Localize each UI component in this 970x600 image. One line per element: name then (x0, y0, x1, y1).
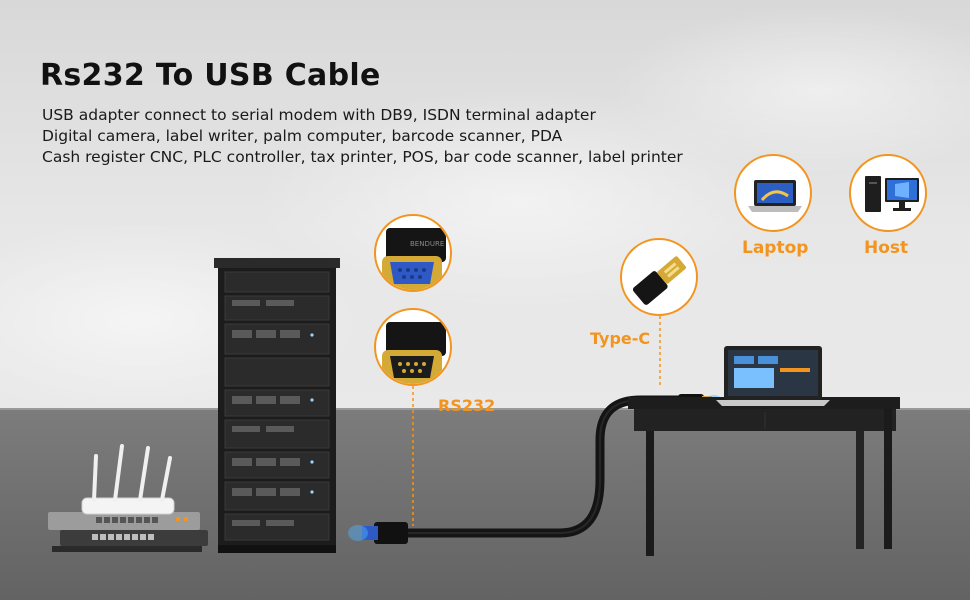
typec-leader-line (659, 316, 661, 386)
host-icon-circle (849, 154, 927, 232)
description-line-3: Cash register CNC, PLC controller, tax p… (42, 148, 683, 166)
laptop-label: Laptop (742, 238, 809, 258)
server-rack (214, 258, 340, 553)
description-line-1: USB adapter connect to serial modem with… (42, 106, 596, 124)
wifi-router (81, 444, 175, 515)
laptop-on-desk (716, 346, 830, 406)
usb-connector-icon (632, 256, 687, 305)
host-label: Host (864, 238, 909, 258)
rs232-leader-line (412, 386, 414, 526)
typec-label: Type-C (590, 329, 651, 348)
usb-cable (395, 395, 685, 538)
laptop-icon (748, 180, 802, 212)
rs232-connector-floor (348, 522, 408, 544)
description-line-2: Digital camera, label writer, palm compu… (42, 127, 563, 145)
rs232-female-callout-circle: BENDURE (374, 214, 452, 292)
db9-male-connector-icon (382, 322, 446, 384)
db9-female-connector-icon: BENDURE (382, 228, 446, 290)
network-switches (48, 512, 208, 552)
brand-mark: BENDURE (410, 240, 444, 248)
page-title: Rs232 To USB Cable (40, 58, 381, 93)
desk (628, 397, 900, 556)
rs232-label: RS232 (438, 396, 496, 415)
typec-callout-circle (620, 238, 698, 316)
laptop-icon-circle (734, 154, 812, 232)
desktop-computer-icon (865, 176, 919, 212)
rs232-male-callout-circle (374, 308, 452, 386)
